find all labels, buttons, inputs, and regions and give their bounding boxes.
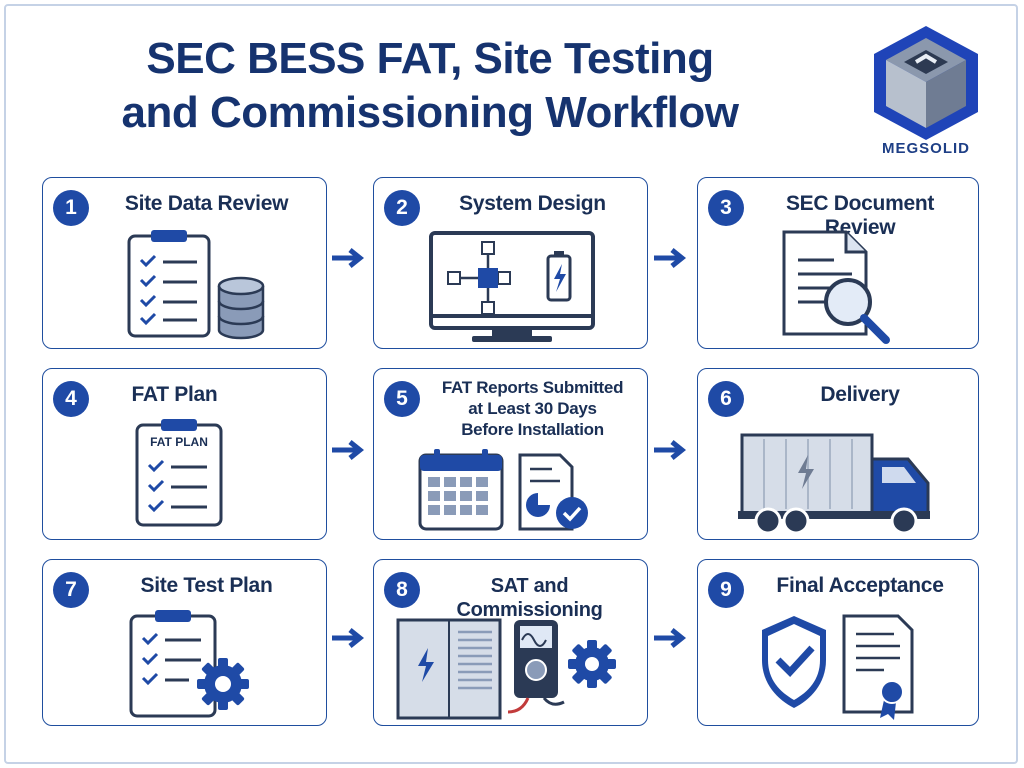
logo-text: MEGSOLID bbox=[881, 140, 970, 157]
step-card-8: 8 SAT and Commissioning bbox=[373, 559, 648, 726]
step-title-5: FAT Reports Submitted at Least 30 Days B… bbox=[424, 377, 641, 440]
arrow-4-5-icon bbox=[332, 440, 365, 460]
step-number-1: 1 bbox=[53, 190, 89, 226]
document-magnifier-icon bbox=[782, 230, 890, 344]
fat-plan-label: FAT PLAN bbox=[150, 435, 208, 449]
step-number-9: 9 bbox=[708, 572, 744, 608]
step-title-4: FAT Plan bbox=[131, 383, 218, 406]
site-test-plan-icon bbox=[129, 610, 249, 718]
megsolid-logo: MEGSOLID bbox=[866, 24, 986, 164]
page-title: SEC BESS FAT, Site Testing and Commissio… bbox=[60, 32, 800, 140]
title-line-1: SEC BESS FAT, Site Testing bbox=[146, 34, 714, 83]
arrow-7-8-icon bbox=[332, 628, 365, 648]
step-card-5: 5 FAT Reports Submitted at Least 30 Days… bbox=[373, 368, 648, 540]
step-title-2: System Design bbox=[459, 192, 606, 215]
step-title-5-line-2: at Least 30 Days bbox=[468, 399, 597, 418]
fat-plan-clipboard-icon bbox=[135, 419, 223, 527]
step-title-5-line-1: FAT Reports Submitted bbox=[441, 378, 624, 397]
step-number-3: 3 bbox=[708, 190, 744, 226]
step-title-8: SAT and Commissioning bbox=[456, 575, 603, 621]
gear-icon bbox=[568, 640, 616, 688]
step-title-5-line-3: Before Installation bbox=[461, 420, 604, 439]
step-card-1: 1 Site Data Review bbox=[42, 177, 327, 349]
step-card-7: 7 Site Test Plan bbox=[42, 559, 327, 726]
step-title-1: Site Data Review bbox=[124, 192, 289, 215]
shield-certificate-icon bbox=[762, 614, 914, 720]
clipboard-database-icon bbox=[127, 230, 265, 340]
step-card-9: 9 Final Acceptance bbox=[697, 559, 979, 726]
step-card-3: 3 SEC Document Review bbox=[697, 177, 979, 349]
title-line-2: and Commissioning Workflow bbox=[121, 88, 739, 137]
arrow-8-9-icon bbox=[654, 628, 687, 648]
arrow-2-3-icon bbox=[654, 248, 687, 268]
outer-frame bbox=[4, 4, 1018, 764]
arrow-5-6-icon bbox=[654, 440, 687, 460]
gear-icon bbox=[197, 658, 249, 710]
step-title-9: Final Acceptance bbox=[776, 574, 944, 597]
monitor-system-icon bbox=[429, 231, 595, 342]
arrow-1-2-icon bbox=[332, 248, 365, 268]
step-number-8: 8 bbox=[384, 572, 420, 608]
step-card-6: 6 Delivery bbox=[697, 368, 979, 540]
step-number-6: 6 bbox=[708, 381, 744, 417]
step-number-7: 7 bbox=[53, 572, 89, 608]
step-title-6: Delivery bbox=[820, 383, 900, 406]
step-title-7: Site Test Plan bbox=[140, 574, 273, 597]
step-card-2: 2 System Design bbox=[373, 177, 648, 349]
delivery-truck-icon bbox=[738, 433, 930, 535]
step-number-5: 5 bbox=[384, 381, 420, 417]
step-number-4: 4 bbox=[53, 381, 89, 417]
logo-cube-icon bbox=[874, 26, 978, 140]
step-number-2: 2 bbox=[384, 190, 420, 226]
cabinet-multimeter-icon bbox=[396, 618, 616, 720]
calendar-report-icon bbox=[418, 449, 588, 531]
step-card-4: 4 FAT Plan FAT PLAN bbox=[42, 368, 327, 540]
